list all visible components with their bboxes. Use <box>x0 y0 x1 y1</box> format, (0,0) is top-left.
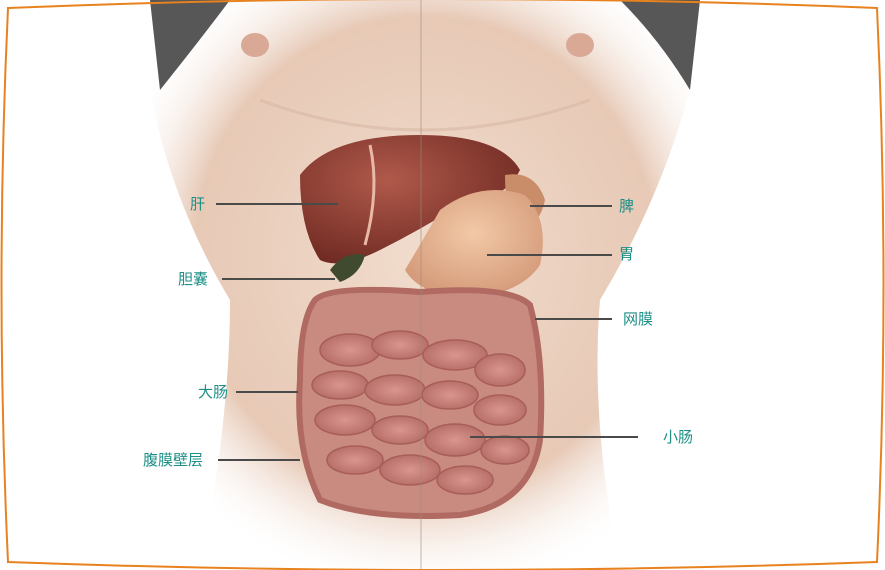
label-stomach: 胃 <box>619 245 634 263</box>
label-large-intestine: 大肠 <box>198 383 228 401</box>
label-gallbladder: 胆囊 <box>178 270 208 288</box>
label-liver: 肝 <box>190 195 205 213</box>
label-peritoneum-parietal: 腹膜壁层 <box>143 451 203 469</box>
label-small-intestine: 小肠 <box>663 428 693 446</box>
label-spleen: 脾 <box>619 197 634 215</box>
label-omentum: 网膜 <box>623 310 653 328</box>
